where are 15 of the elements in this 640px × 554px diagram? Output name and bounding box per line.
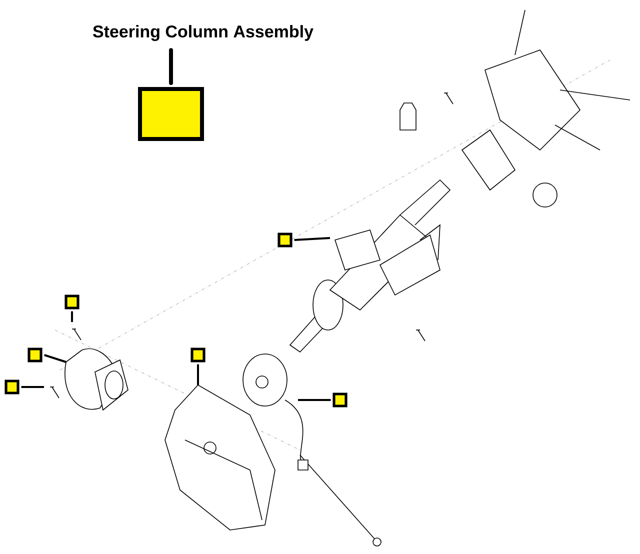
leader-line [298,399,331,401]
leader-line [44,354,66,363]
leader-line [71,311,73,322]
callout-box [332,392,348,408]
leader-line [21,386,44,388]
callout-box [4,380,20,394]
callout-box [28,348,42,362]
callout-box [64,294,80,310]
leader-line [169,48,173,85]
callout-box [278,232,292,248]
callout-box [138,87,204,141]
title-text: Steering Column Assembly [92,25,314,41]
leader-line [294,237,330,241]
callout-box [190,348,206,362]
leader-line [197,364,199,385]
